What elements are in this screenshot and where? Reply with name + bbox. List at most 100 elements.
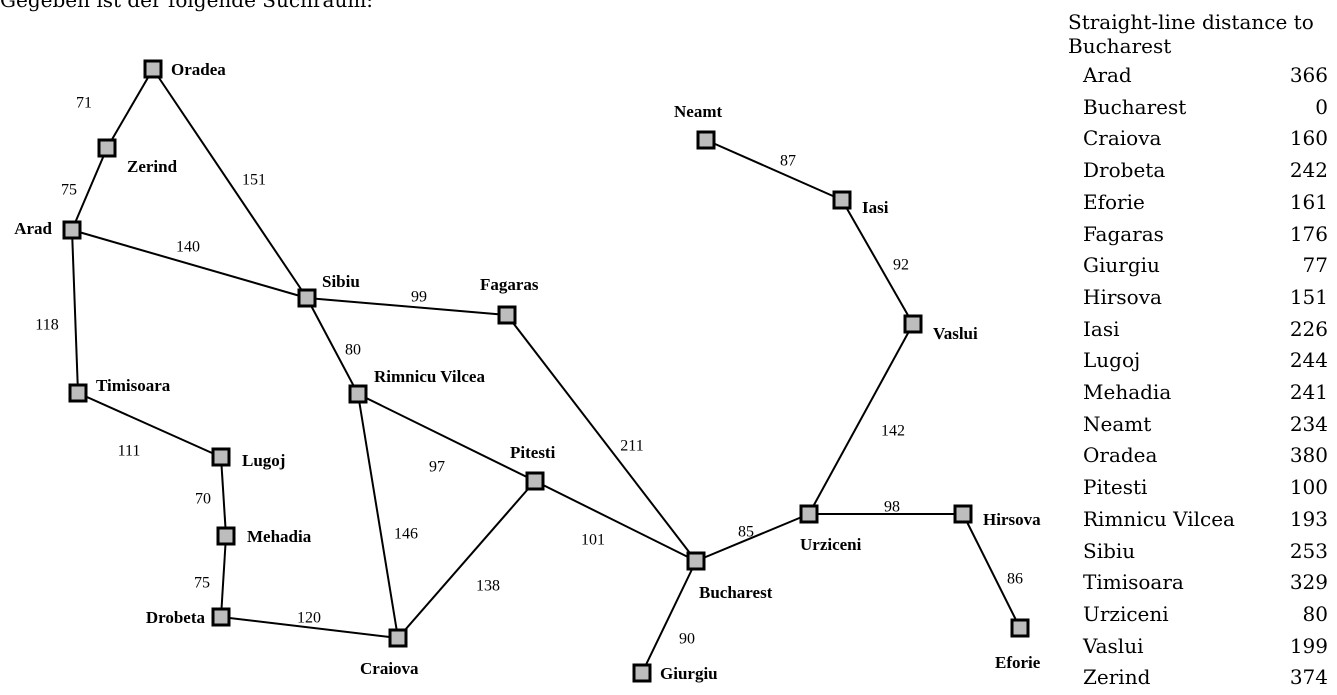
distance-label-sibiu-rimnicu: 80 — [345, 342, 361, 359]
table-cell-distance: 161 — [1289, 189, 1328, 214]
city-label-drobeta: Drobeta — [146, 608, 206, 627]
city-node-vaslui — [903, 314, 923, 334]
distance-label-oradea-zerind: 71 — [76, 95, 92, 112]
road-oradea-sibiu — [152, 68, 308, 299]
road-sibiu-rimnicu — [306, 297, 359, 395]
distance-label-hirsova-eforie: 86 — [1007, 571, 1023, 588]
table-row: Craiova 160 — [1083, 123, 1328, 155]
table-cell-city: Pitesti — [1083, 475, 1148, 500]
road-craiova-pitesti — [397, 480, 536, 639]
distance-label-bucharest-giurgiu: 90 — [679, 631, 695, 648]
road-hirsova-eforie — [962, 513, 1021, 629]
city-label-rimnicu: Rimnicu Vilcea — [374, 367, 485, 386]
road-bucharest-urziceni — [695, 513, 810, 562]
table-row: Oradea 380 — [1083, 440, 1328, 472]
city-label-fagaras: Fagaras — [480, 275, 539, 294]
city-label-hirsova: Hirsova — [983, 510, 1041, 529]
city-label-giurgiu: Giurgiu — [660, 664, 718, 683]
distance-label-iasi-neamt: 87 — [780, 153, 796, 170]
city-node-drobeta — [211, 607, 231, 627]
road-fagaras-bucharest — [506, 314, 697, 562]
table-cell-distance: 380 — [1289, 443, 1328, 468]
city-node-neamt — [696, 130, 716, 150]
city-node-zerind — [97, 138, 117, 158]
distance-label-lugoj-mehadia: 70 — [195, 491, 211, 508]
table-row: Bucharest 0 — [1083, 92, 1328, 124]
city-node-lugoj — [211, 447, 231, 467]
road-vaslui-iasi — [841, 199, 914, 325]
distance-label-pitesti-bucharest: 101 — [581, 532, 605, 549]
table-cell-city: Oradea — [1083, 443, 1158, 468]
table-cell-city: Urziceni — [1083, 601, 1169, 626]
city-node-iasi — [832, 190, 852, 210]
table-cell-city: Mehadia — [1083, 380, 1172, 405]
table-cell-distance: 241 — [1289, 380, 1328, 405]
city-node-pitesti — [525, 471, 545, 491]
city-node-hirsova — [953, 504, 973, 524]
table-cell-city: Rimnicu Vilcea — [1083, 506, 1235, 531]
table-cell-city: Bucharest — [1083, 94, 1187, 119]
heuristic-table-title: Straight-line distance to Bucharest — [1068, 10, 1314, 58]
table-row: Urziceni 80 — [1083, 599, 1328, 631]
road-urziceni-vaslui — [808, 323, 914, 515]
table-cell-city: Eforie — [1083, 189, 1145, 214]
table-cell-city: Vaslui — [1083, 633, 1144, 658]
road-drobeta-craiova — [220, 616, 399, 639]
romania-map-graph: 7175151140118998011170751201469713810121… — [14, 59, 1041, 683]
distance-label-fagaras-bucharest: 211 — [620, 438, 643, 455]
table-cell-distance: 329 — [1289, 570, 1328, 595]
road-sibiu-fagaras — [306, 297, 508, 316]
table-cell-distance: 193 — [1289, 506, 1328, 531]
city-node-rimnicu — [348, 384, 368, 404]
city-label-sibiu: Sibiu — [322, 272, 360, 291]
road-oradea-zerind — [106, 68, 154, 149]
city-label-eforie: Eforie — [995, 653, 1041, 672]
table-row: Timisoara 329 — [1083, 567, 1328, 599]
table-cell-distance: 226 — [1289, 316, 1328, 341]
road-mehadia-drobeta — [220, 535, 227, 618]
distance-label-timisoara-lugoj: 111 — [118, 443, 141, 460]
table-cell-city: Giurgiu — [1083, 253, 1160, 278]
city-node-oradea — [143, 59, 163, 79]
table-row: Mehadia 241 — [1083, 377, 1328, 409]
intro-text: Gegeben ist der folgende Suchraum: — [0, 0, 374, 12]
city-nodes — [62, 59, 1030, 683]
table-cell-city: Sibiu — [1083, 538, 1136, 563]
city-node-mehadia — [216, 526, 236, 546]
city-node-craiova — [388, 628, 408, 648]
city-node-eforie — [1010, 618, 1030, 638]
city-node-timisoara — [68, 383, 88, 403]
table-cell-distance: 176 — [1289, 221, 1328, 246]
table-cell-city: Craiova — [1083, 126, 1162, 151]
road-edges — [71, 68, 1021, 674]
table-cell-distance: 374 — [1289, 665, 1328, 690]
city-label-arad: Arad — [14, 219, 52, 238]
road-rimnicu-craiova — [357, 393, 399, 639]
city-label-iasi: Iasi — [862, 198, 889, 217]
distance-label-rimnicu-craiova: 146 — [394, 526, 418, 543]
city-label-neamt: Neamt — [674, 102, 722, 121]
road-arad-sibiu — [71, 229, 308, 299]
distance-label-rimnicu-pitesti: 97 — [429, 459, 445, 476]
table-cell-distance: 80 — [1302, 601, 1328, 626]
city-node-urziceni — [799, 504, 819, 524]
table-cell-distance: 244 — [1289, 348, 1328, 373]
table-cell-city: Neamt — [1083, 411, 1152, 436]
city-label-urziceni: Urziceni — [800, 535, 862, 554]
distance-label-arad-sibiu: 140 — [176, 239, 200, 256]
road-lugoj-mehadia — [220, 456, 227, 537]
table-cell-distance: 0 — [1315, 94, 1328, 119]
table-cell-city: Timisoara — [1083, 570, 1184, 595]
road-rimnicu-pitesti — [357, 393, 536, 482]
distance-label-drobeta-craiova: 120 — [297, 610, 321, 627]
city-node-sibiu — [297, 288, 317, 308]
table-row: Rimnicu Vilcea 193 — [1083, 504, 1328, 536]
table-cell-distance: 160 — [1289, 126, 1328, 151]
city-node-arad — [62, 220, 82, 240]
